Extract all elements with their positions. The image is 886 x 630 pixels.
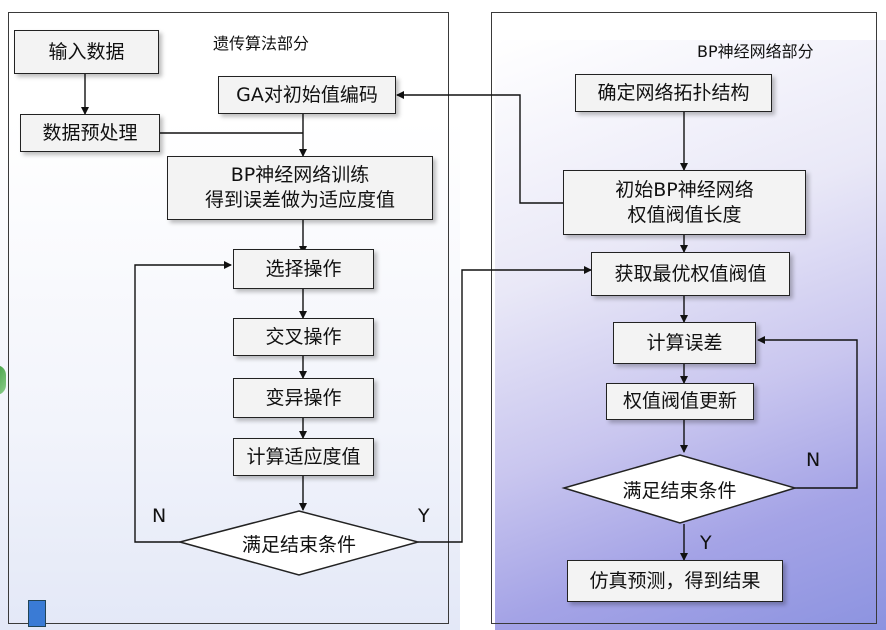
left-n-label: N bbox=[152, 505, 167, 527]
select-box: 选择操作 bbox=[233, 249, 374, 289]
bp-train-box: BP神经网络训练 得到误差做为适应度值 bbox=[167, 156, 433, 220]
result-box: 仿真预测，得到结果 bbox=[567, 560, 783, 602]
left-decision-label: 满足结束条件 bbox=[241, 533, 356, 556]
preprocess-box: 数据预处理 bbox=[20, 114, 160, 152]
crossover-box: 交叉操作 bbox=[233, 318, 374, 356]
calc-error-box: 计算误差 bbox=[613, 322, 756, 364]
fitness-box: 计算适应度值 bbox=[233, 438, 374, 476]
left-y-label: Y bbox=[418, 505, 430, 527]
get-best-box: 获取最优权值阀值 bbox=[591, 252, 790, 296]
bp-network-panel bbox=[491, 12, 877, 624]
mutation-box: 变异操作 bbox=[233, 378, 374, 418]
input-data-box: 输入数据 bbox=[14, 30, 159, 74]
update-box: 权值阀值更新 bbox=[606, 383, 754, 420]
genetic-algorithm-title: 遗传算法部分 bbox=[213, 34, 310, 53]
init-length-box: 初始BP神经网络 权值阀值长度 bbox=[563, 170, 806, 235]
right-y-label: Y bbox=[700, 532, 712, 554]
ga-encode-box: GA对初始值编码 bbox=[218, 76, 396, 114]
topology-box: 确定网络拓扑结构 bbox=[575, 74, 772, 112]
right-decision-label: 满足结束条件 bbox=[622, 479, 737, 502]
right-n-label: N bbox=[806, 449, 821, 471]
left-decision-diamond bbox=[177, 510, 421, 576]
decorative-leaf bbox=[0, 365, 6, 395]
decorative-tab bbox=[28, 600, 46, 627]
right-decision-diamond bbox=[561, 454, 798, 524]
bp-network-title: BP神经网络部分 bbox=[697, 42, 814, 61]
genetic-algorithm-panel bbox=[8, 12, 449, 624]
